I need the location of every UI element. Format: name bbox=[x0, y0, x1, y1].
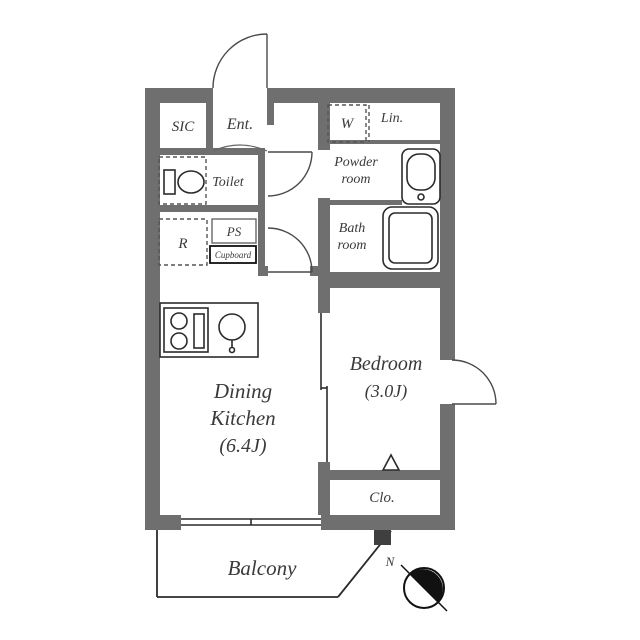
compass: N bbox=[385, 554, 448, 612]
room-labels: SIC Ent. W Lin. Powder room Toilet R PS … bbox=[172, 111, 423, 580]
room-label-toilet: Toilet bbox=[212, 175, 244, 190]
cupboard-box bbox=[209, 245, 257, 264]
wall-hall-right-lower bbox=[318, 198, 330, 288]
balcony-outline bbox=[156, 530, 392, 598]
washer-dashed-zone bbox=[327, 104, 367, 143]
room-label-closet: Clo. bbox=[369, 490, 394, 506]
room-label-washer: W bbox=[341, 116, 355, 132]
toilet-bowl bbox=[177, 170, 205, 194]
room-label-cupboard: Cupboard bbox=[215, 250, 252, 260]
toilet-tank bbox=[163, 169, 176, 195]
room-label-entrance: Ent. bbox=[226, 116, 253, 133]
wall-sic-ent-divider bbox=[206, 103, 213, 149]
stove-grate bbox=[193, 313, 205, 349]
room-label-bedroom-size: (3.0J) bbox=[365, 381, 407, 402]
room-label-powder-2: room bbox=[341, 172, 370, 187]
room-label-bath-2: room bbox=[337, 238, 366, 253]
room-label-balcony: Balcony bbox=[228, 556, 297, 580]
room-label-sic: SIC bbox=[172, 119, 195, 135]
bathtub-inner bbox=[388, 212, 433, 264]
room-label-linen: Lin. bbox=[380, 111, 403, 126]
washbasin-faucet bbox=[417, 193, 425, 201]
wall-left bbox=[145, 88, 160, 530]
wall-hall-right-upper bbox=[318, 103, 330, 150]
room-label-bedroom: Bedroom bbox=[350, 353, 423, 375]
wall-corridor-stub-right bbox=[310, 266, 318, 276]
entrance-step-line bbox=[212, 144, 268, 152]
wall-right-upper bbox=[440, 88, 455, 360]
wall-bottom-right bbox=[321, 515, 455, 530]
pipe-space-box bbox=[211, 218, 257, 244]
entrance-door-arc bbox=[212, 33, 268, 89]
wall-ent-hall-stub bbox=[267, 103, 274, 125]
wall-toilet-bottom bbox=[160, 205, 265, 212]
wall-washer-powder-divider bbox=[330, 140, 440, 144]
wall-powder-bath-divider bbox=[330, 200, 402, 205]
bathtub-outer bbox=[382, 206, 439, 270]
stove-burner-1 bbox=[170, 312, 188, 330]
refrigerator-dashed-zone bbox=[158, 218, 208, 266]
washbasin-bowl bbox=[406, 153, 436, 191]
wall-dk-bedroom-stub-bottom bbox=[318, 462, 330, 515]
room-label-dining-1: Dining bbox=[213, 379, 272, 403]
hall-door-arc bbox=[267, 151, 313, 197]
room-label-dining-2: Kitchen bbox=[209, 406, 275, 430]
room-label-pipe-space: PS bbox=[226, 224, 242, 239]
wall-toilet-top bbox=[160, 148, 265, 155]
compass-north-label: N bbox=[385, 554, 396, 569]
compass-needle bbox=[400, 564, 448, 612]
sink-faucet bbox=[228, 346, 236, 354]
stove-burner-2 bbox=[170, 332, 188, 350]
wall-bottom-left bbox=[145, 515, 181, 530]
closet-door-mark bbox=[381, 453, 401, 471]
fixtures bbox=[158, 104, 441, 358]
bedroom-door-arc bbox=[451, 359, 497, 405]
toilet-dashed-zone bbox=[158, 156, 207, 205]
wall-closet-top bbox=[330, 470, 440, 480]
balcony-pillar bbox=[374, 530, 391, 545]
room-label-dining-size: (6.4J) bbox=[219, 435, 267, 457]
wall-top-left bbox=[145, 88, 213, 103]
walls bbox=[145, 88, 455, 530]
room-label-powder-1: Powder bbox=[333, 155, 378, 170]
stove-outline bbox=[163, 307, 209, 353]
wall-dk-bedroom-stub-top bbox=[318, 288, 330, 313]
doors bbox=[181, 33, 497, 526]
kitchen-counter bbox=[159, 302, 259, 358]
room-label-bath-1: Bath bbox=[339, 221, 365, 236]
wall-bath-bedroom bbox=[318, 272, 455, 288]
wall-right-lower bbox=[440, 404, 455, 530]
room-label-refrigerator: R bbox=[177, 236, 187, 252]
dk-door-arc bbox=[267, 227, 313, 273]
wall-corridor-stub-left bbox=[258, 266, 268, 276]
washbasin-counter bbox=[401, 148, 441, 205]
wall-top-right bbox=[267, 88, 455, 103]
compass-half-fill bbox=[409, 569, 443, 603]
